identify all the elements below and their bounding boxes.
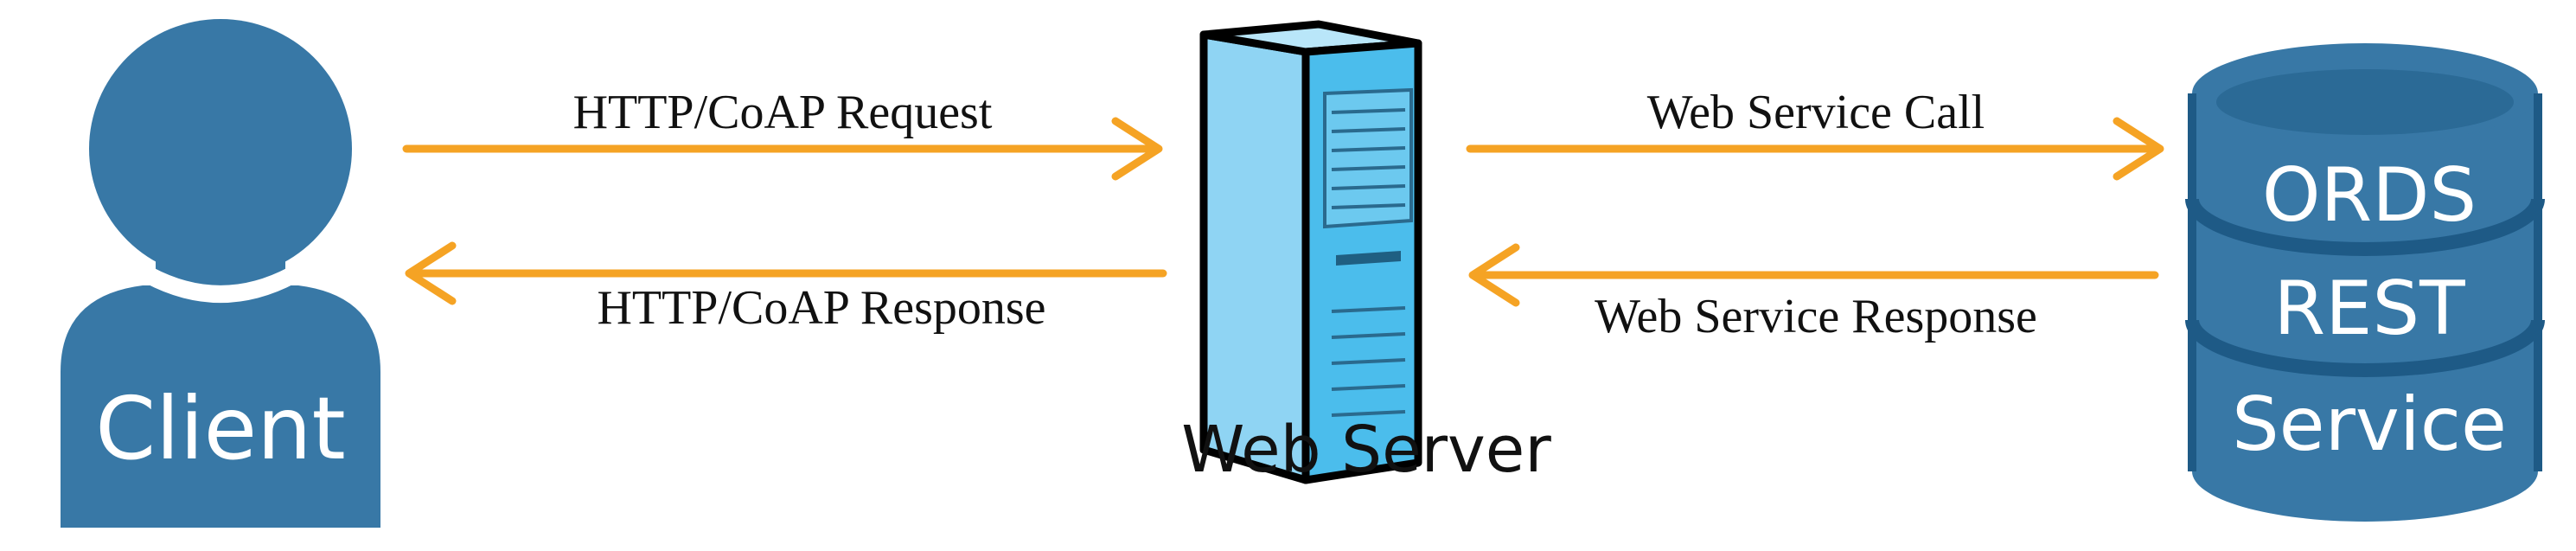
ws-response-label: Web Service Response [1595,290,2037,343]
database-line-1: ORDS [2262,152,2477,239]
http-request-arrow [402,117,1163,181]
database-cylinder-icon [2185,43,2545,522]
http-request-label: HTTP/CoAP Request [573,86,993,139]
ws-response-arrow [1468,243,2159,307]
client-person-icon [61,19,380,528]
http-response-label: HTTP/CoAP Response [597,281,1045,335]
server-front-details [1323,87,1413,417]
client-body [61,285,380,528]
database-line-2: REST [2273,266,2465,352]
server-label: Web Server [1181,413,1551,487]
database-line-3: Service [2232,381,2507,468]
client-label: Client [95,378,346,479]
client-head [89,19,352,279]
ws-call-arrow [1466,117,2164,181]
client-collar [144,267,297,303]
ws-call-label: Web Service Call [1647,86,1985,139]
http-response-arrow [405,241,1167,305]
